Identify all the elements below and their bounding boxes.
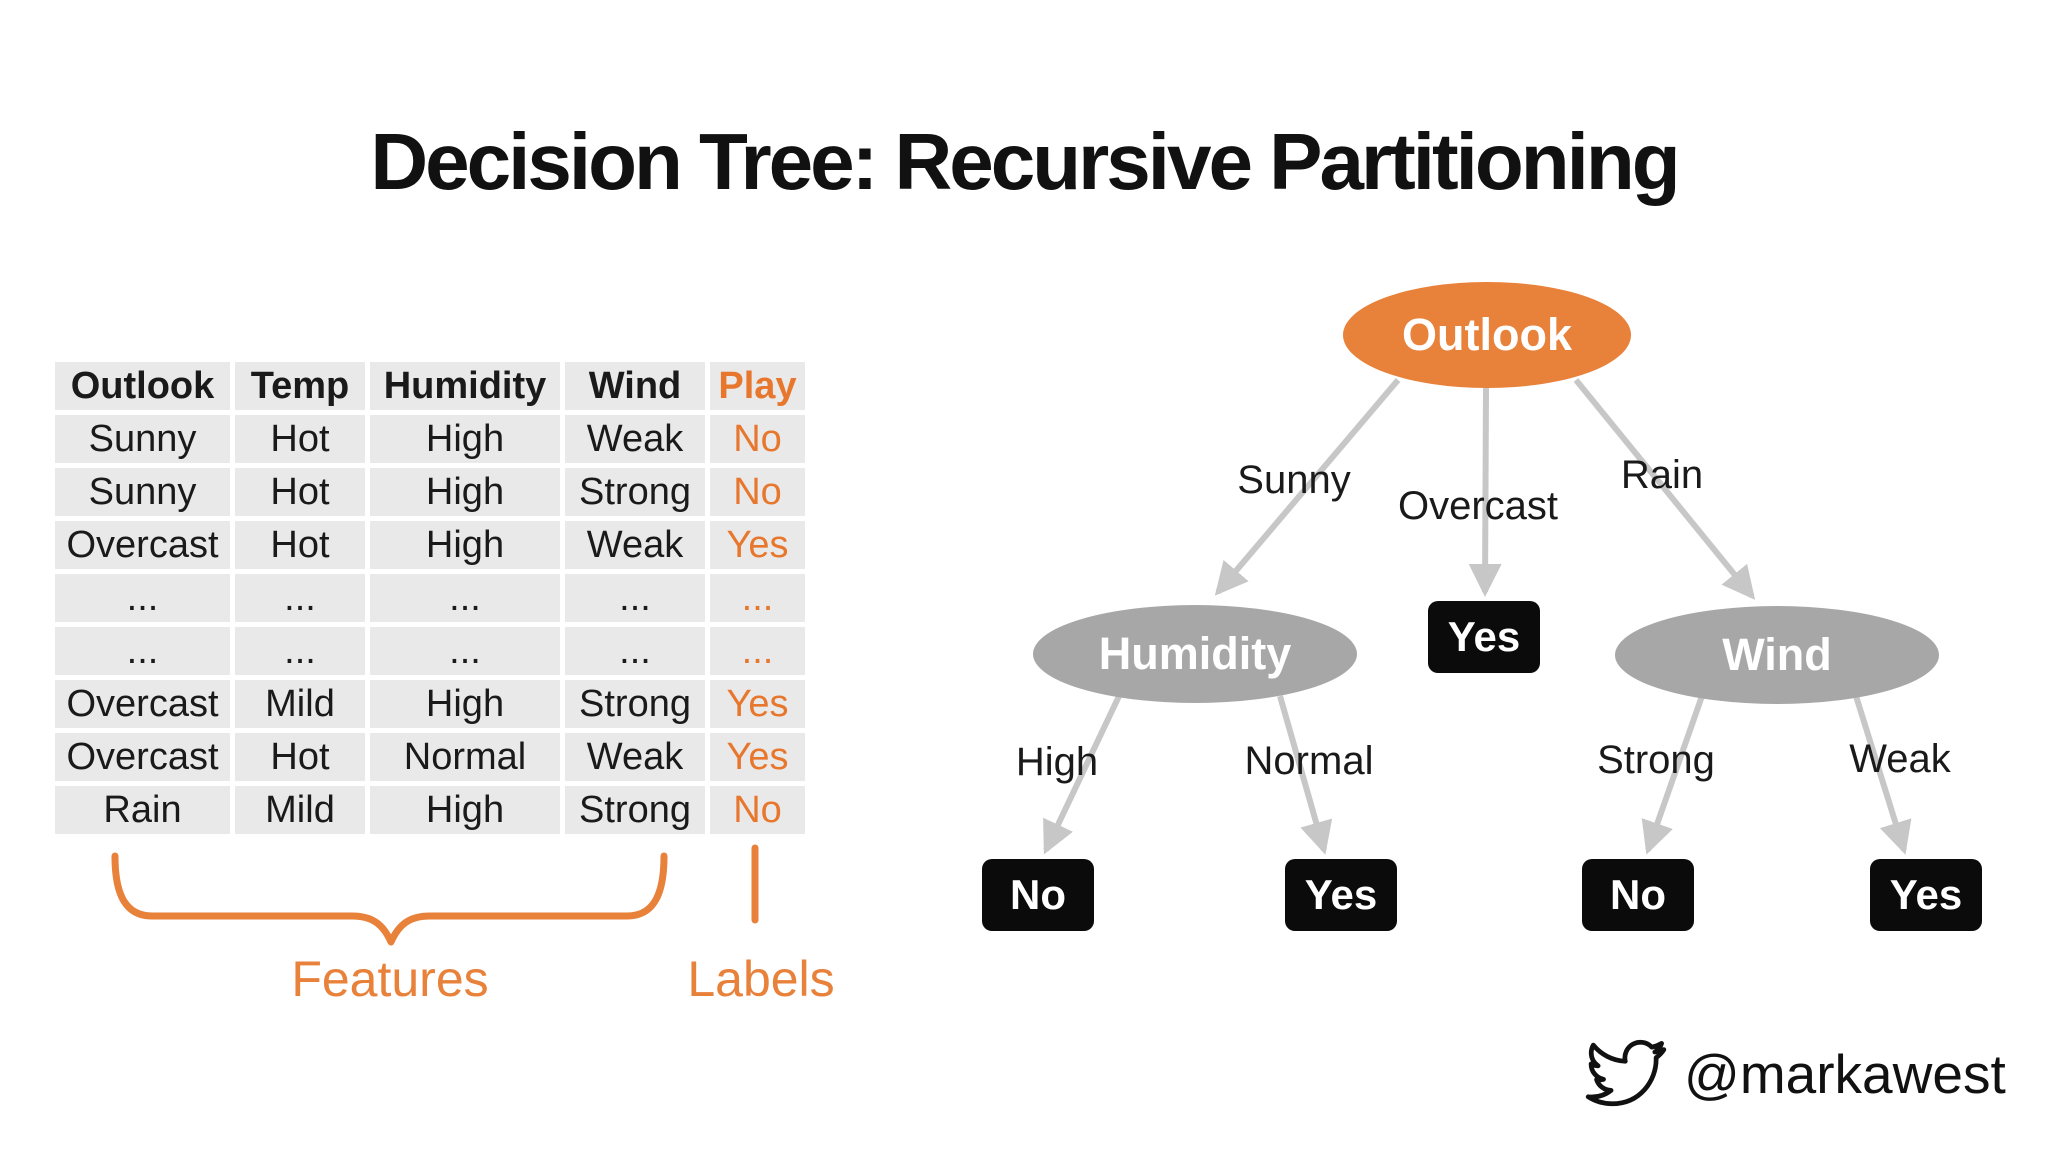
table-cell-label: ... xyxy=(710,627,805,675)
tree-root-node-outlook: Outlook xyxy=(1343,282,1631,388)
table-cell: High xyxy=(370,521,560,569)
table-cell: ... xyxy=(235,574,365,622)
table-cell-label: No xyxy=(710,468,805,516)
table-cell: Hot xyxy=(235,415,365,463)
features-brace xyxy=(111,852,668,946)
table-cell: Hot xyxy=(235,521,365,569)
column-header: Wind xyxy=(565,362,705,410)
labels-annotation: Labels xyxy=(687,951,835,1007)
table-cell: High xyxy=(370,415,560,463)
edge-label-sunny: Sunny xyxy=(1237,458,1351,502)
table-cell: High xyxy=(370,680,560,728)
table-cell: ... xyxy=(370,627,560,675)
page-title: Decision Tree: Recursive Partitioning xyxy=(370,117,1680,206)
table-cell: ... xyxy=(55,574,230,622)
table-cell: ... xyxy=(55,627,230,675)
tree-node-wind: Wind xyxy=(1615,606,1939,704)
leaf-normal-yes: Yes xyxy=(1285,859,1397,931)
table-cell: Weak xyxy=(565,733,705,781)
leaf-weak-yes: Yes xyxy=(1870,859,1982,931)
edge-label-normal: Normal xyxy=(1244,739,1374,783)
table-cell: Strong xyxy=(565,680,705,728)
table-cell-label: ... xyxy=(710,574,805,622)
training-data-table: Outlook Temp Humidity Wind Play Sunny Ho… xyxy=(55,362,805,834)
table-cell: High xyxy=(370,786,560,834)
edge-label-high: High xyxy=(1015,740,1099,784)
column-header: Humidity xyxy=(370,362,560,410)
table-cell: Mild xyxy=(235,786,365,834)
table-cell: Sunny xyxy=(55,415,230,463)
features-annotation: Features xyxy=(291,951,489,1007)
leaf-strong-no: No xyxy=(1582,859,1694,931)
column-header: Temp xyxy=(235,362,365,410)
twitter-bird-icon xyxy=(1585,1039,1667,1107)
table-cell: Hot xyxy=(235,468,365,516)
table-cell: Overcast xyxy=(55,680,230,728)
leaf-overcast-yes: Yes xyxy=(1428,601,1540,673)
twitter-handle: @markawest xyxy=(1684,1043,2006,1105)
tree-node-humidity: Humidity xyxy=(1033,605,1357,703)
table-cell: Hot xyxy=(235,733,365,781)
table-cell-label: Yes xyxy=(710,521,805,569)
column-header-label: Play xyxy=(710,362,805,410)
table-cell: Strong xyxy=(565,468,705,516)
table-cell-label: Yes xyxy=(710,680,805,728)
edge-label-weak: Weak xyxy=(1849,737,1951,781)
table-cell: Overcast xyxy=(55,521,230,569)
table-cell: ... xyxy=(235,627,365,675)
column-header: Outlook xyxy=(55,362,230,410)
table-cell: ... xyxy=(565,627,705,675)
table-cell: Sunny xyxy=(55,468,230,516)
table-cell-label: No xyxy=(710,415,805,463)
table-cell: Overcast xyxy=(55,733,230,781)
table-cell-label: No xyxy=(710,786,805,834)
edge-label-overcast: Overcast xyxy=(1397,484,1559,528)
table-cell: Weak xyxy=(565,415,705,463)
edge-label-rain: Rain xyxy=(1620,453,1704,497)
table-cell: ... xyxy=(565,574,705,622)
table-cell: Normal xyxy=(370,733,560,781)
table-cell: Rain xyxy=(55,786,230,834)
leaf-high-no: No xyxy=(982,859,1094,931)
table-cell: Weak xyxy=(565,521,705,569)
table-cell: Strong xyxy=(565,786,705,834)
table-cell: Mild xyxy=(235,680,365,728)
edge-label-strong: Strong xyxy=(1597,738,1715,782)
table-cell-label: Yes xyxy=(710,733,805,781)
table-cell: High xyxy=(370,468,560,516)
table-cell: ... xyxy=(370,574,560,622)
